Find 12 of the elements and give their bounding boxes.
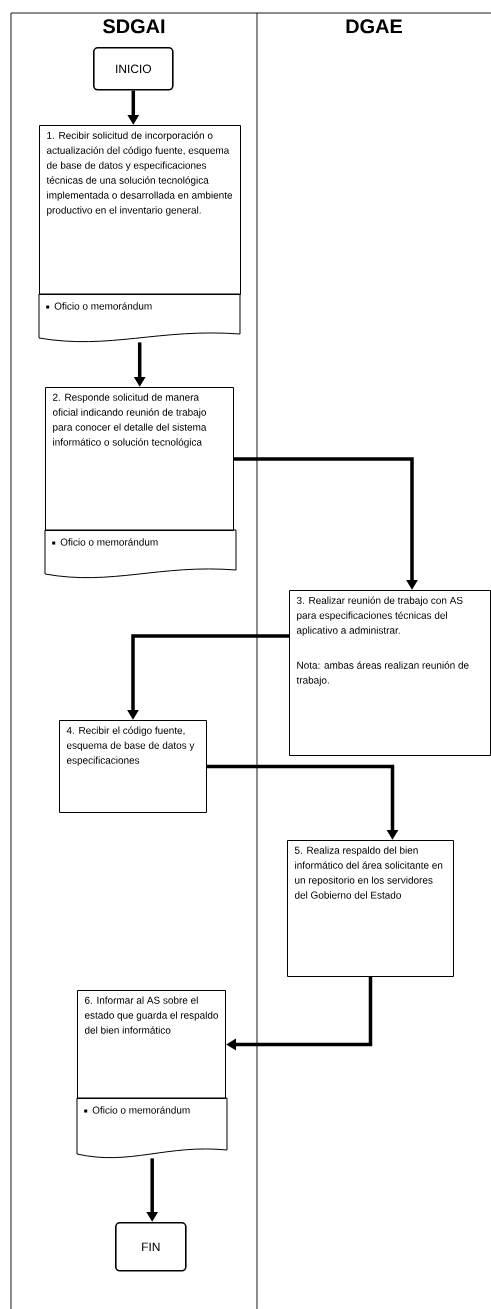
process-box: 3. Realizar reunión de trabajo con AS para especificaciones técnicas del aplicativo a administrar. Nota: ambas áreas realizan reunión de trabajo.: [289, 590, 491, 756]
swimlane: [10, 12, 258, 1309]
swimlane: [256, 12, 491, 1309]
process-box: 6. Informar al AS sobre el estado que guarda el respaldo del bien informático: [77, 990, 226, 1099]
process-box: 2. Responde solicitud de manera oficial indicando reunión de trabajo para conocer el detalle del sistema informático o solución tecnológica: [45, 387, 234, 531]
lane-header: DGAE: [346, 19, 402, 34]
process-box: 1. Recibir solicitud de incorporación o actualización del código fuente, esquema de base de datos y especificaciones técnicas de una solución tecnológica implementada o desarrollada en ambiente productivo en el inventario general.: [39, 125, 241, 295]
process-box: 5. Realiza respaldo del bien informático del área solicitante en un repositorio en los servidores del Gobierno del Estado: [287, 840, 454, 977]
terminal-box: INICIO: [93, 47, 174, 91]
process-box: 4. Recibir el código fuente, esquema de base de datos y especificaciones: [59, 720, 207, 813]
lane-header: SDGAI: [103, 19, 165, 34]
terminal-box: FIN: [115, 1222, 187, 1272]
